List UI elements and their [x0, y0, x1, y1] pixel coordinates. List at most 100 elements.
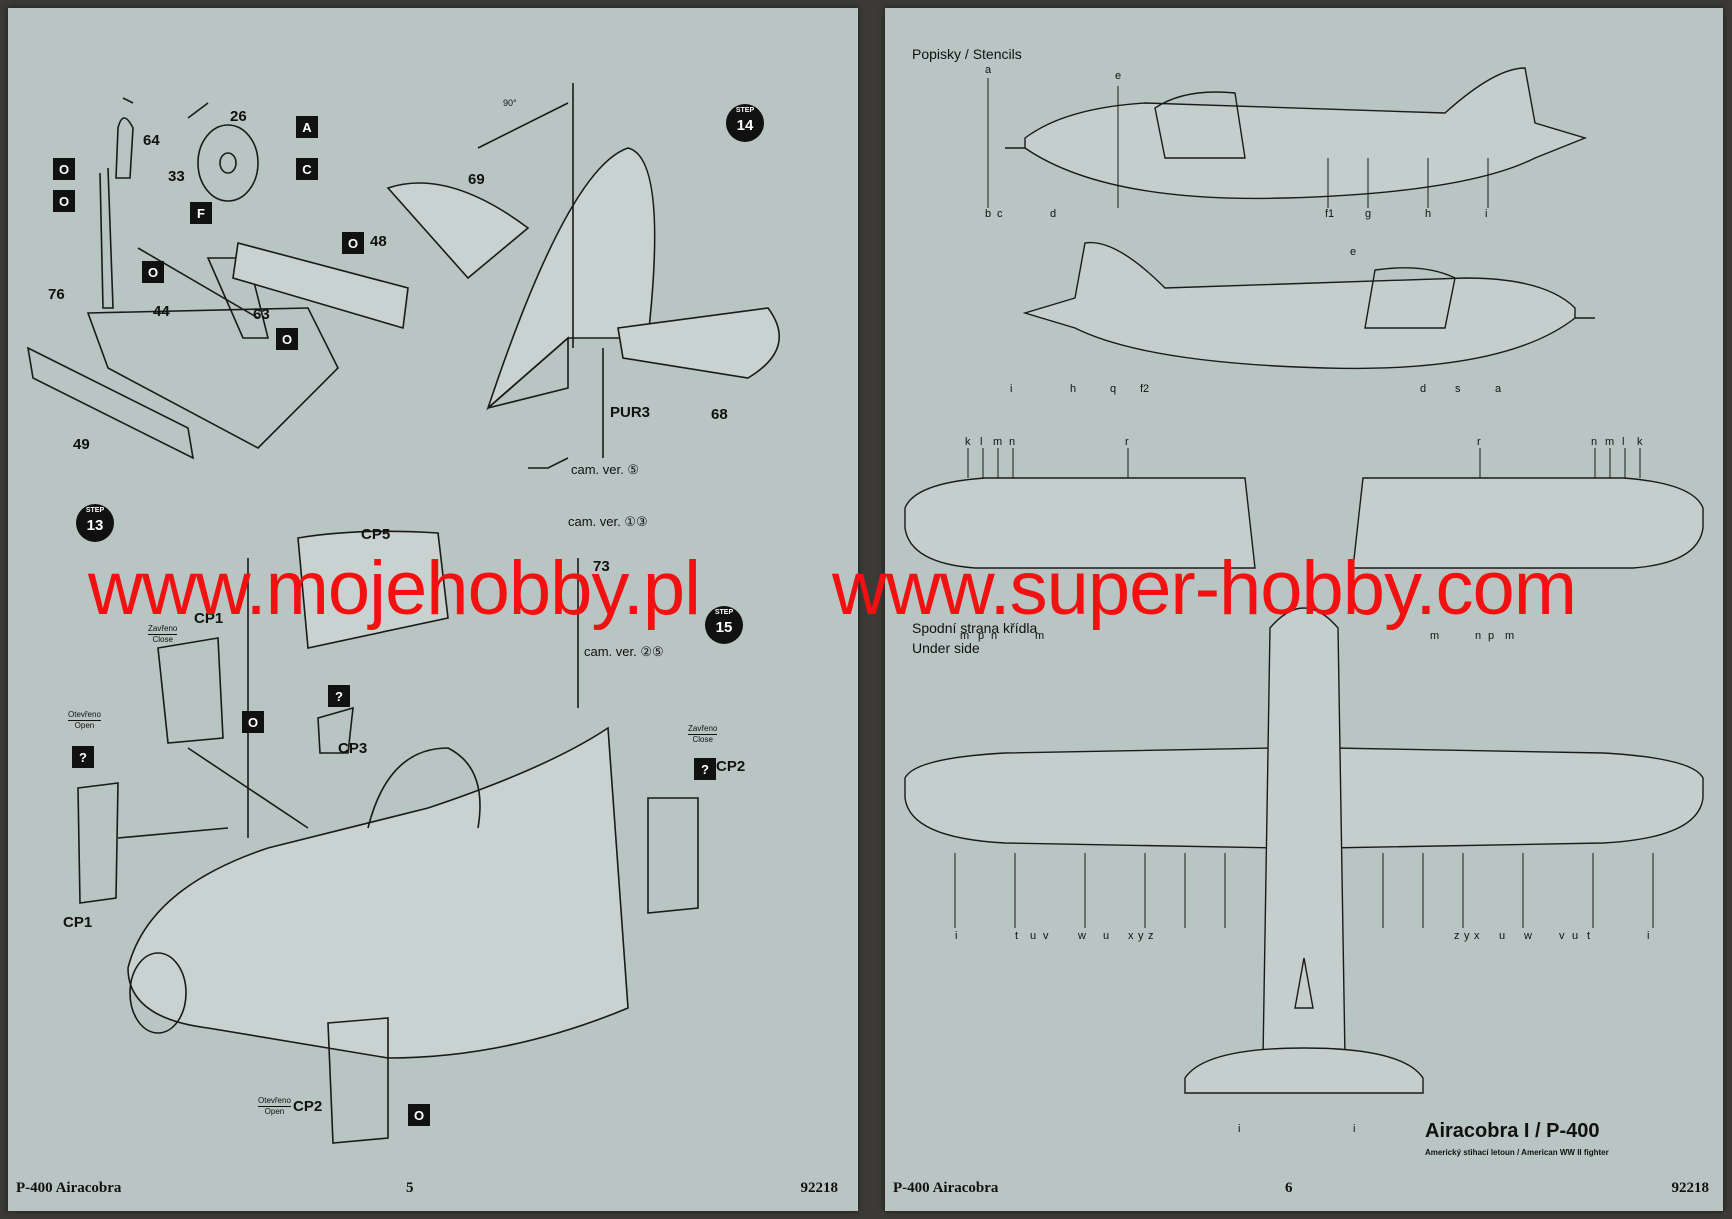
paint-code-marker: A — [296, 116, 318, 138]
underside-label-en: Under side — [912, 640, 980, 656]
stencil-letter: h — [1425, 208, 1432, 220]
stencil-letter: e — [1115, 70, 1122, 82]
stencil-letter: a — [985, 64, 992, 76]
paint-code-marker: O — [53, 158, 75, 180]
stencil-diagrams — [904, 67, 1704, 1094]
paint-code-marker: O — [342, 232, 364, 254]
watermark-super-hobby: www.super-hobby.com — [832, 546, 1577, 631]
stencil-letter: i — [1485, 208, 1488, 220]
paint-code-marker: F — [190, 202, 212, 224]
stencil-letter: n — [1591, 436, 1598, 448]
stencil-letter: m — [1505, 630, 1515, 642]
stencils-heading: Popisky / Stencils — [912, 46, 1022, 62]
stencil-letter: a — [1495, 383, 1502, 395]
part-cp2-bottom-label: CP2 — [293, 1098, 323, 1115]
part-63-label: 63 — [253, 306, 270, 323]
camera-view-label: cam. ver. ②⑤ — [584, 644, 664, 659]
paint-code-marker: C — [296, 158, 318, 180]
stencil-letter: m — [960, 630, 970, 642]
stencil-letter: v — [1559, 930, 1565, 942]
stencil-letter: m — [1035, 630, 1045, 642]
stencil-letter: y — [1464, 930, 1470, 942]
part-64-label: 64 — [143, 132, 160, 149]
stencil-letter: m — [993, 436, 1003, 448]
part-26-label: 26 — [230, 108, 247, 125]
stencil-letter: v — [1043, 930, 1049, 942]
stencil-letter: e — [1350, 246, 1357, 258]
stencil-letter: h — [1070, 383, 1077, 395]
paint-code-marker: ? — [328, 685, 350, 707]
footer-code: 92218 — [1671, 1180, 1710, 1196]
stencil-letter: w — [1524, 930, 1532, 942]
part-cp3-label: CP3 — [338, 740, 368, 757]
footer-code: 92218 — [800, 1180, 839, 1196]
part-69-label: 69 — [468, 171, 485, 188]
part-pur3-label: PUR3 — [610, 404, 651, 421]
part-73-label: 73 — [593, 558, 610, 575]
stencil-letter: n — [1475, 630, 1482, 642]
stencil-letter: d — [1420, 383, 1427, 395]
stencil-letter: u — [1499, 930, 1506, 942]
footer-title: P-400 Airacobra — [16, 1180, 122, 1196]
part-cp1-top-label: CP1 — [194, 610, 224, 627]
footer-page-number: 6 — [1285, 1180, 1293, 1196]
stencil-letter: l — [1622, 436, 1625, 448]
part-cp2-right-label: CP2 — [716, 758, 746, 775]
paint-code-marker: ? — [72, 746, 94, 768]
part-33-label: 33 — [168, 168, 185, 185]
paint-code-marker: ? — [694, 758, 716, 780]
stencil-letter: l — [980, 436, 983, 448]
stencil-letter: f1 — [1325, 208, 1335, 220]
part-68-label: 68 — [711, 406, 728, 423]
stencil-letter: i — [1647, 930, 1650, 942]
angle-label: 90° — [503, 98, 517, 108]
stencil-letter: p — [1488, 630, 1495, 642]
stencil-letter: z — [1148, 930, 1154, 942]
right-stencils-page: Popisky / Stencils Spodní strana křídla … — [885, 8, 1723, 1211]
paint-code-marker: O — [142, 261, 164, 283]
watermark-mojehobby: www.mojehobby.pl — [88, 546, 701, 631]
stencil-letter: k — [1637, 436, 1643, 448]
paint-code-marker: O — [276, 328, 298, 350]
part-cp5-label: CP5 — [361, 526, 391, 543]
stencil-letter: x — [1128, 930, 1134, 942]
part-49-label: 49 — [73, 436, 90, 453]
stencil-letter: r — [1477, 436, 1481, 448]
stencil-letter: q — [1110, 383, 1117, 395]
camera-view-label: cam. ver. ⑤ — [571, 462, 640, 477]
stencil-letter: z — [1454, 930, 1460, 942]
stencil-letter: n — [991, 630, 998, 642]
stencil-letter: n — [1009, 436, 1016, 448]
stencil-letter: i — [1010, 383, 1013, 395]
stencil-letter: f2 — [1140, 383, 1150, 395]
stencil-letter: p — [978, 630, 985, 642]
part-44-label: 44 — [153, 303, 170, 320]
left-instruction-page: 26 64 33 76 44 63 48 69 49 68 73 PUR3 CP… — [8, 8, 858, 1211]
aircraft-title: Airacobra I / P-400 — [1425, 1120, 1600, 1142]
stencil-letter: w — [1078, 930, 1086, 942]
stencil-letter: k — [965, 436, 971, 448]
stencil-letter: c — [997, 208, 1003, 220]
part-76-label: 76 — [48, 286, 65, 303]
stencil-letter: i — [955, 930, 958, 942]
stencil-letter: g — [1365, 208, 1372, 220]
stencil-letter: b — [985, 208, 992, 220]
camera-view-label: cam. ver. ①③ — [568, 514, 648, 529]
stencil-letter: d — [1050, 208, 1057, 220]
assembly-line-drawings — [26, 83, 780, 1144]
paint-code-marker: O — [408, 1104, 430, 1126]
footer-title: P-400 Airacobra — [893, 1180, 999, 1196]
stencil-letter: i — [1353, 1123, 1356, 1135]
aircraft-subtitle: Americký stihací letoun / American WW II… — [1425, 1148, 1609, 1157]
stencil-letter: u — [1572, 930, 1579, 942]
stencil-letter: u — [1103, 930, 1110, 942]
footer-page-number: 5 — [406, 1180, 414, 1196]
stencil-letter: u — [1030, 930, 1037, 942]
stencil-letter: m — [1605, 436, 1615, 448]
